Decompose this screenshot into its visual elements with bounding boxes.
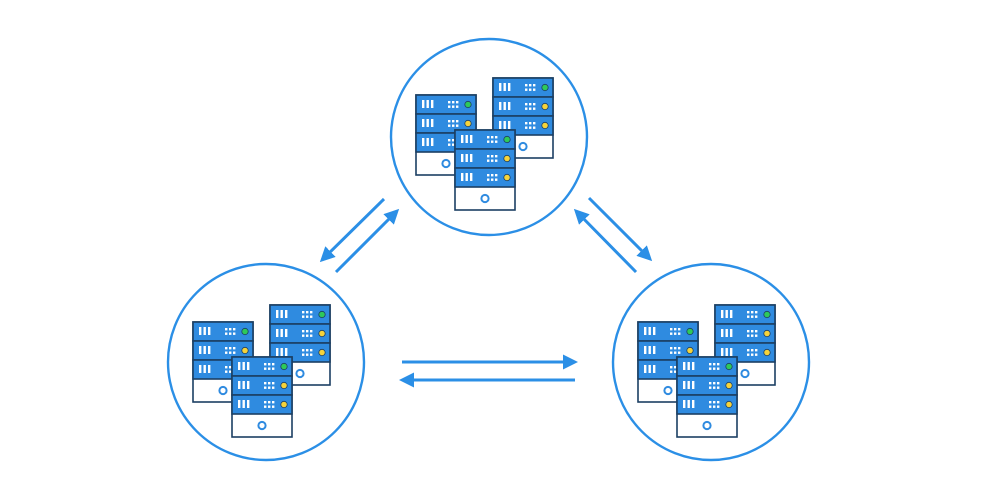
node-left [166,262,366,462]
server-cluster-icon [638,305,775,437]
arrow-top-to-right [587,196,653,262]
link-top-left [319,197,400,274]
node-top [389,37,589,237]
server-cluster-icon [416,78,553,210]
link-left-right [399,354,578,388]
arrow-top-to-left [319,197,386,263]
arrow-left-to-top [334,208,400,274]
arrow-right-to-top [573,208,638,274]
link-top-right [573,196,653,274]
node-right [611,262,811,462]
node-top-ring [389,37,589,237]
node-right-ring [611,262,811,462]
node-left-ring [166,262,366,462]
server-cluster-icon [193,305,330,437]
